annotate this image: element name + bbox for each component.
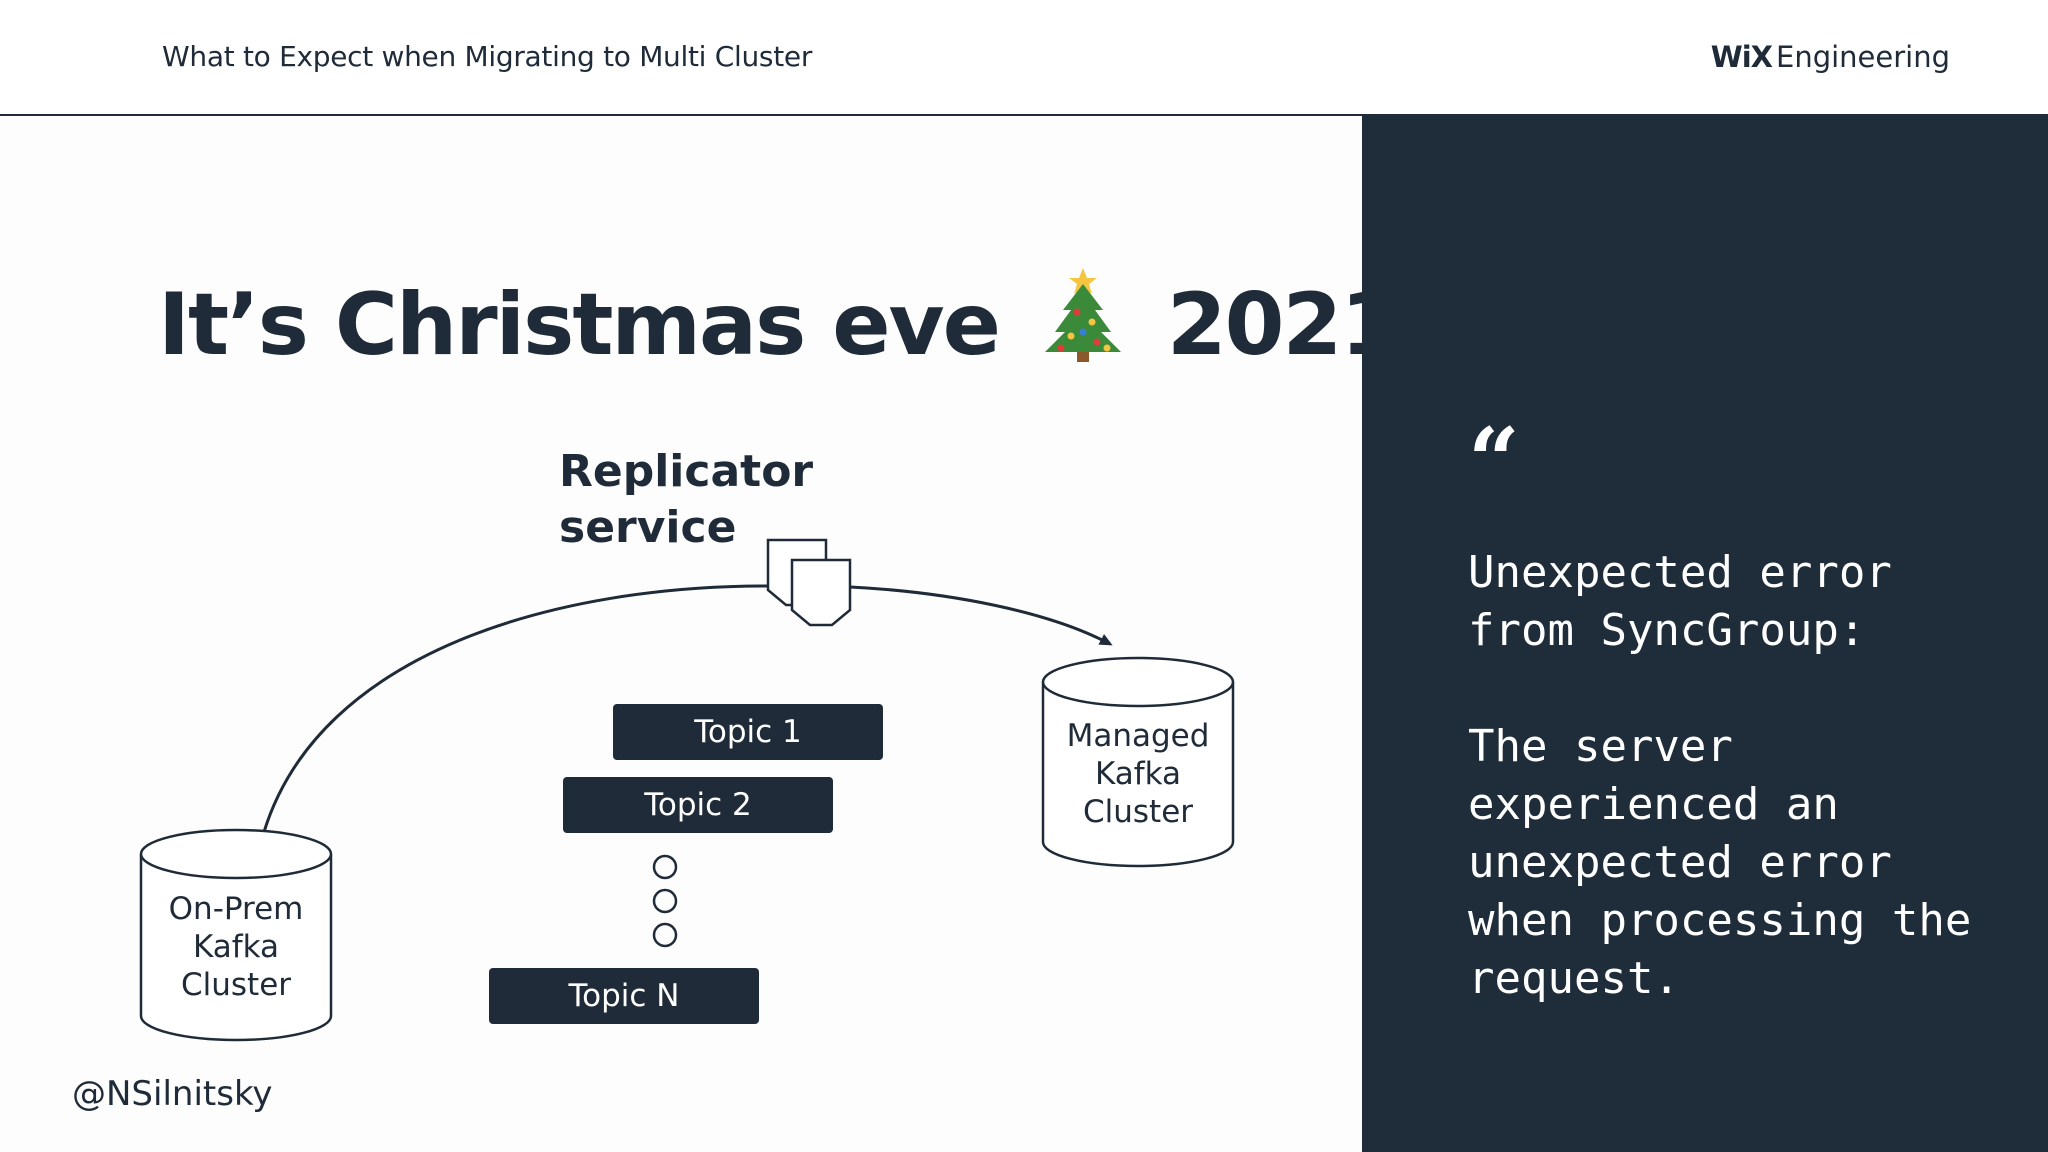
error-quote-text: Unexpected error from SyncGroup: The ser…	[1468, 544, 2028, 1008]
title-part-1: It’s Christmas eve	[158, 275, 1001, 375]
managed-cluster-cylinder	[1041, 656, 1235, 868]
replicator-service-icon	[766, 538, 852, 627]
slide-header: What to Expect when Migrating to Multi C…	[0, 0, 2048, 116]
presentation-title: What to Expect when Migrating to Multi C…	[162, 40, 813, 73]
christmas-tree-icon	[1044, 268, 1121, 362]
quote-mark-icon: “	[1468, 408, 1520, 514]
onprem-cluster-label: On-Prem Kafka Cluster	[168, 891, 304, 1003]
replicator-label-line-2: service	[559, 502, 737, 553]
replication-arrow	[849, 585, 1113, 646]
topic-1-box: Topic 1	[613, 704, 883, 760]
quote-line: Unexpected error	[1468, 547, 1892, 598]
onprem-cluster-cylinder	[139, 828, 333, 1042]
quote-line: request.	[1468, 953, 1680, 1004]
replication-diagram	[139, 538, 1235, 1042]
quote-line: from SyncGroup:	[1468, 605, 1866, 656]
managed-cluster-label: Managed Kafka Cluster	[1066, 718, 1210, 830]
topic-n-box: Topic N	[489, 968, 759, 1024]
quote-line: unexpected error	[1468, 837, 1892, 888]
twitter-handle: @NSilnitsky	[72, 1074, 273, 1114]
topic-ellipsis-dots	[652, 854, 678, 948]
quote-line: when processing the	[1468, 895, 1972, 946]
quote-line: The server	[1468, 721, 1733, 772]
quote-panel: “ Unexpected error from SyncGroup: The s…	[1362, 116, 2048, 1152]
replicator-label-line-1: Replicator	[559, 446, 814, 497]
brand-suffix: Engineering	[1776, 40, 1950, 74]
topic-2-box: Topic 2	[563, 777, 833, 833]
wix-logo: WiX	[1710, 40, 1773, 74]
replicator-service-label: Replicator service	[559, 444, 819, 556]
quote-paragraph-gap	[1468, 660, 2028, 718]
replication-arc	[262, 584, 771, 833]
quote-line: experienced an	[1468, 779, 1839, 830]
slide-title: It’s Christmas eve 2021.	[158, 262, 1431, 375]
